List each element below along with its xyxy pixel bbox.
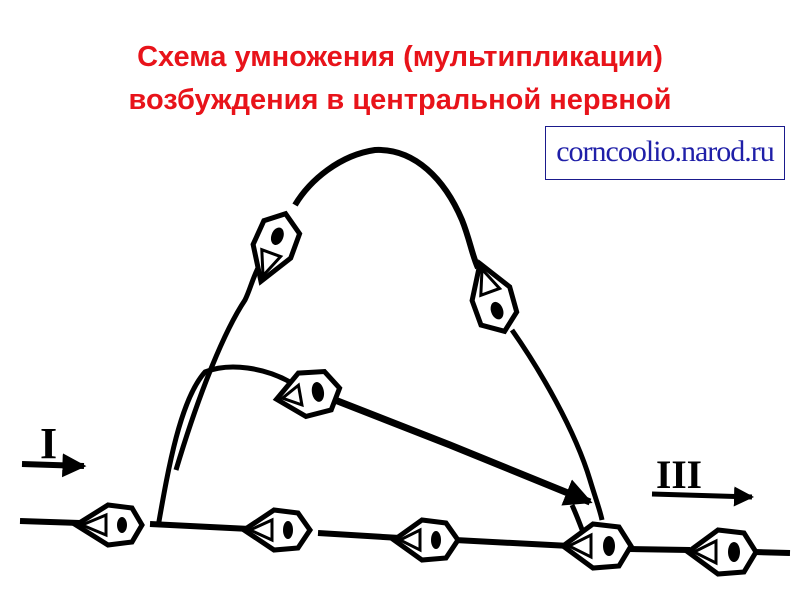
- neuron-icon: [239, 507, 314, 553]
- neuron-icon: [469, 259, 520, 335]
- neuron-icon: [71, 502, 145, 548]
- watermark-label: corncoolio.narod.ru: [545, 126, 785, 180]
- slide-title: Схема умножения (мультипликации) возбужд…: [0, 36, 800, 122]
- title-line-1: Схема умножения (мультипликации): [137, 41, 663, 73]
- title-line-2: возбуждения в центральной нервной: [128, 84, 672, 116]
- right-descending-axon: [509, 328, 605, 521]
- middle-diagonal-axon: [333, 396, 593, 506]
- neuron-icon: [683, 527, 759, 577]
- input-arrow-icon: [21, 453, 87, 478]
- branch-top-in: [173, 266, 261, 471]
- top-arc-axon: [292, 146, 481, 270]
- neuron-icon: [558, 521, 634, 571]
- branch-middle-in: [155, 364, 292, 528]
- output-label: III: [656, 452, 702, 497]
- neuron-icon: [272, 368, 343, 420]
- neuron-icon: [389, 517, 462, 563]
- output-arrow-icon: [651, 486, 754, 507]
- input-label: I: [40, 419, 57, 468]
- neuron-icon: [250, 210, 303, 286]
- main-axon-chain: [19, 518, 791, 556]
